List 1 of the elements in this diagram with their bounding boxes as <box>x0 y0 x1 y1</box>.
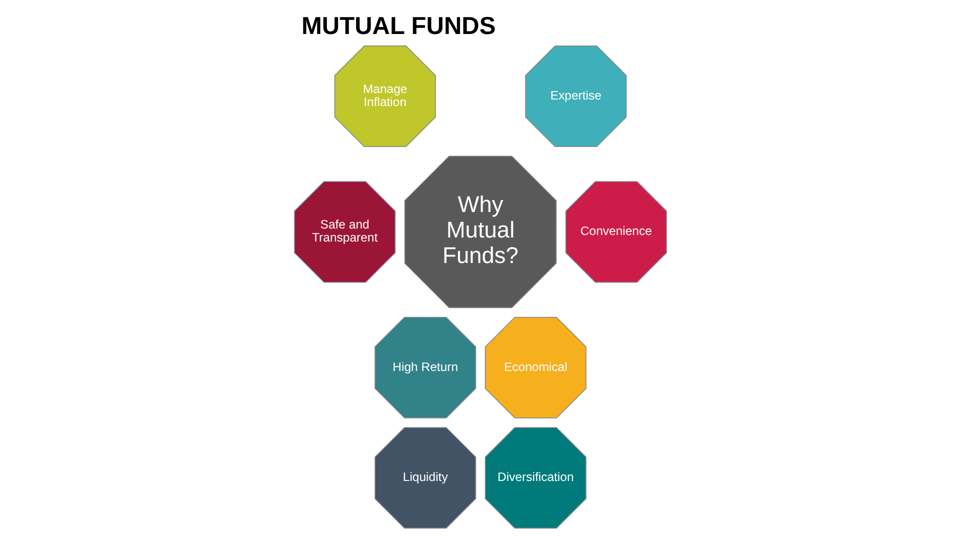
diagram-title: MUTUAL FUNDS <box>301 13 496 40</box>
